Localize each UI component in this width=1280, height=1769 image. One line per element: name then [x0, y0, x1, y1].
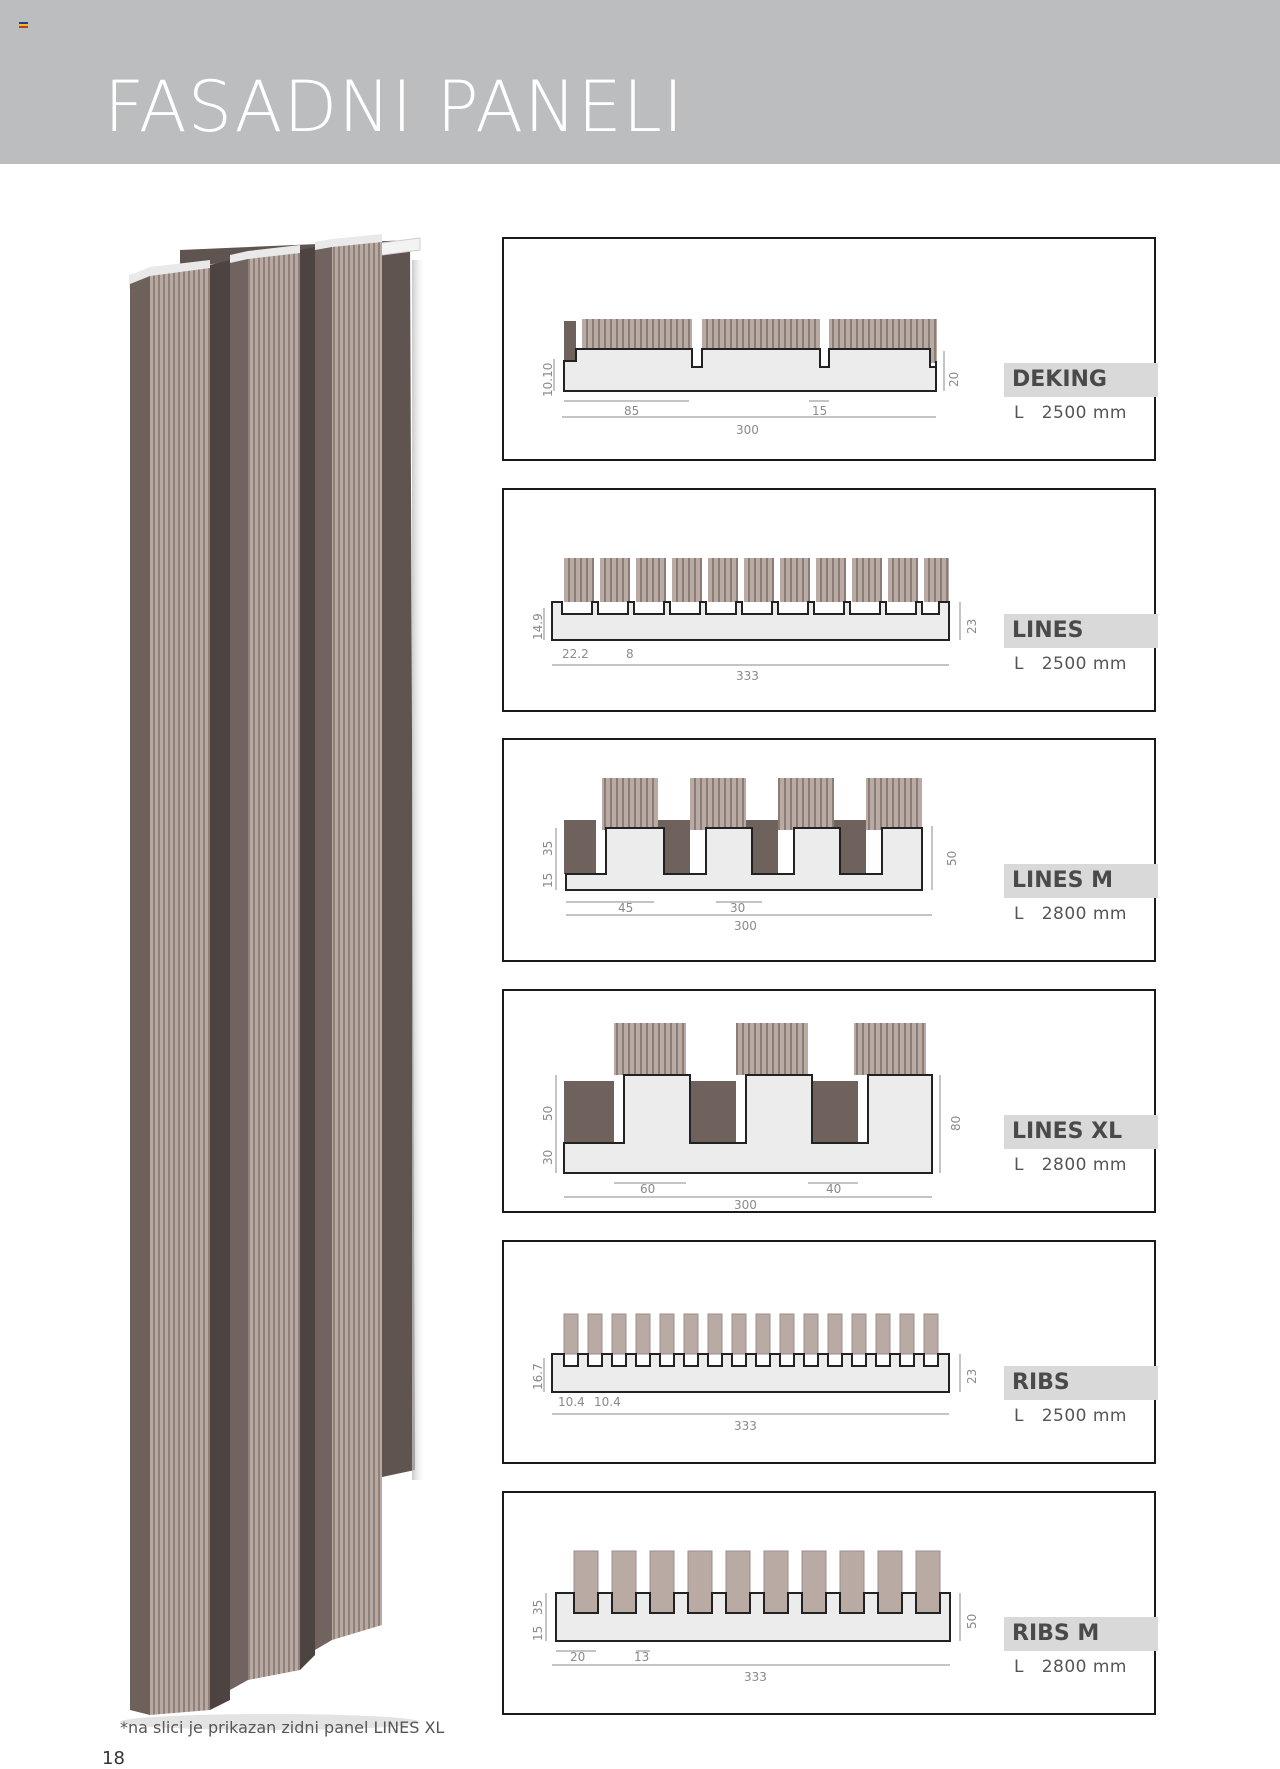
dim-left-height-bottom: 15 [541, 873, 555, 888]
dim-width-b: 13 [634, 1650, 649, 1664]
profile-drawing: 10.4 10.4 333 16.7 23 [531, 1313, 979, 1433]
dim-width-a: 60 [640, 1182, 655, 1196]
dim-width-b: 15 [812, 404, 827, 418]
dim-left-height: 14.9 [531, 613, 545, 640]
dim-left-height-bottom: 30 [541, 1150, 555, 1165]
page-header: FASADNI PANELI [0, 0, 1280, 164]
dim-left-height-top: 35 [541, 841, 555, 856]
name-strip [1004, 1115, 1158, 1149]
dim-right-height: 23 [965, 1369, 979, 1384]
dim-total: 300 [736, 423, 759, 437]
dim-width-a: 85 [624, 404, 639, 418]
dim-width-a: 22.2 [562, 647, 589, 661]
dim-left-height-top: 50 [541, 1106, 555, 1121]
dim-right-height: 23 [965, 619, 979, 634]
dim-width-b: 8 [626, 647, 634, 661]
product-name: RIBS [1012, 1370, 1070, 1395]
dim-right-height: 80 [949, 1116, 963, 1131]
dim-total: 333 [744, 1670, 767, 1684]
dim-total: 333 [734, 1419, 757, 1433]
product-name: RIBS M [1012, 1621, 1100, 1646]
product-name: DEKING [1012, 367, 1107, 392]
dim-left-height: 16.7 [531, 1363, 545, 1390]
footnote: *na slici je prikazan zidni panel LINES … [120, 1718, 445, 1737]
dim-right-height: 20 [947, 372, 961, 387]
name-strip [1004, 363, 1158, 397]
name-strip [1004, 1366, 1158, 1400]
profile-drawing: 85 15 300 10.10 20 [541, 319, 961, 437]
flag-icon [19, 22, 28, 28]
dim-total: 333 [736, 669, 759, 683]
page-title: FASADNI PANELI [104, 66, 685, 148]
name-strip [1004, 1617, 1158, 1651]
product-length: L 2500 mm [1014, 654, 1127, 674]
product-card-lines: 22.2 8 333 14.9 23 LINES L 2500 mm [502, 488, 1158, 712]
page-number: 18 [102, 1748, 125, 1769]
dim-left-height: 10.10 [541, 363, 555, 397]
product-length: L 2800 mm [1014, 1657, 1127, 1677]
product-card-lines-m: 45 30 300 35 15 50 LINES M L 2800 mm [502, 738, 1158, 962]
product-length: L 2800 mm [1014, 904, 1127, 924]
name-strip [1004, 864, 1158, 898]
dim-right-height: 50 [945, 851, 959, 866]
dim-total: 300 [734, 1198, 757, 1211]
dim-left-height-top: 35 [531, 1600, 545, 1615]
dim-width-a: 45 [618, 901, 633, 915]
product-card-ribs: 10.4 10.4 333 16.7 23 RIBS L 2500 mm [502, 1240, 1158, 1464]
profile-drawing: 60 40 300 50 30 80 [541, 1023, 963, 1211]
dim-width-b: 40 [826, 1182, 841, 1196]
product-card-lines-xl: 60 40 300 50 30 80 LINES XL L 2800 mm [502, 989, 1158, 1213]
product-length: L 2500 mm [1014, 1406, 1127, 1426]
dim-width-a: 10.4 [558, 1395, 585, 1409]
dim-left-height-bottom: 15 [531, 1626, 545, 1641]
product-name: LINES [1012, 618, 1084, 643]
product-card-ribs-m: 20 13 333 35 15 50 RIBS M L 2800 mm [502, 1491, 1158, 1715]
product-card-deking: 85 15 300 10.10 20 DEKING L 2500 mm [502, 237, 1158, 461]
product-length: L 2800 mm [1014, 1155, 1127, 1175]
dim-width-a: 20 [570, 1650, 585, 1664]
dim-right-height: 50 [965, 1614, 979, 1629]
product-name: LINES M [1012, 868, 1114, 893]
profile-drawing: 22.2 8 333 14.9 23 [531, 558, 979, 683]
name-strip [1004, 614, 1158, 648]
product-name: LINES XL [1012, 1119, 1123, 1144]
profile-drawing: 45 30 300 35 15 50 [541, 778, 959, 933]
dim-total: 300 [734, 919, 757, 933]
profile-drawing: 20 13 333 35 15 50 [531, 1550, 979, 1684]
panel-illustration [120, 234, 426, 1730]
dim-width-b: 30 [730, 901, 745, 915]
dim-width-b: 10.4 [594, 1395, 621, 1409]
product-length: L 2500 mm [1014, 403, 1127, 423]
